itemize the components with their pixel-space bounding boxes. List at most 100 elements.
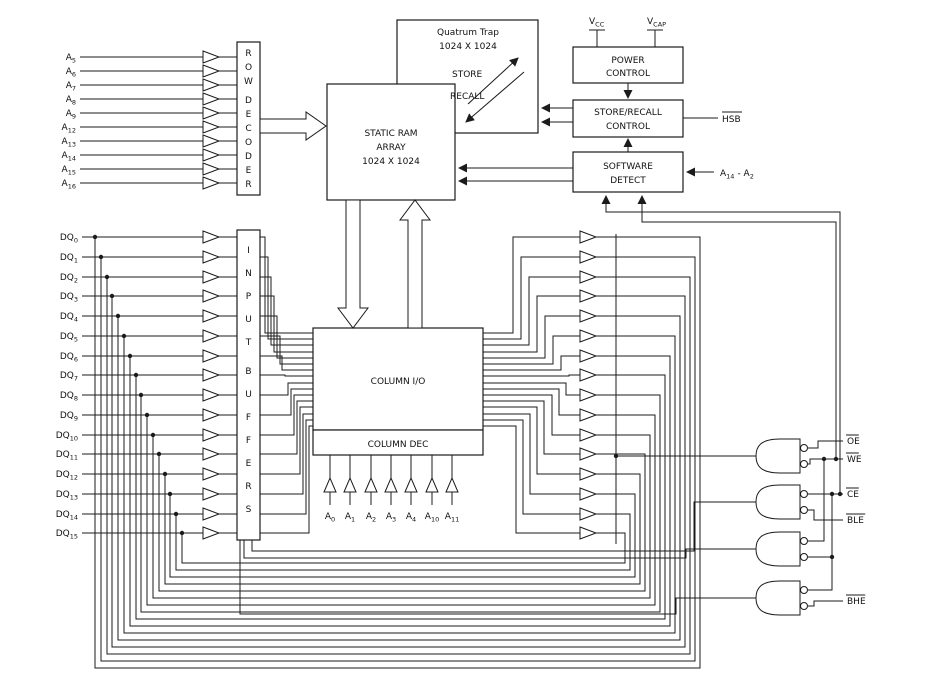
junction-dot — [138, 392, 144, 398]
dq-pin-label: DQ13 — [56, 490, 78, 502]
buffer-icon — [202, 447, 221, 461]
input-buffers-letter: U — [245, 315, 252, 325]
buffer-icon — [579, 467, 598, 481]
row-decoder-letter: E — [246, 110, 252, 120]
software-detect-title: SOFTWARE — [603, 162, 653, 172]
input-buffer-write-wire — [260, 374, 313, 377]
dq-pin-label: DQ4 — [60, 312, 78, 324]
bhe-pin-label: BHE — [847, 597, 866, 607]
row-address-pin-label: A16 — [62, 179, 76, 191]
store-arrow — [467, 57, 519, 105]
junction-dot — [821, 456, 827, 462]
buffer-icon — [202, 148, 221, 162]
symbol-layer: A5A6A7A8A9A12A13A14A15A16ROWDECODERINPUT… — [56, 49, 866, 616]
junction-dot — [833, 456, 839, 462]
nand-gate — [755, 580, 801, 616]
inverter-bubble — [800, 537, 808, 545]
dq-pin-label: DQ6 — [60, 352, 78, 364]
row-address-pin-label: A15 — [62, 165, 76, 177]
buffer-icon — [579, 329, 598, 343]
input-buffers-box — [236, 229, 261, 541]
column-io-read-wire — [483, 388, 580, 416]
row-decoder-letter: E — [246, 166, 252, 176]
ce-wire — [808, 494, 833, 591]
static-ram-title: STATIC RAM — [364, 129, 417, 139]
input-buffer-write-wire — [260, 419, 313, 515]
dq-loop-wire — [164, 473, 641, 585]
column-io-read-wire — [483, 400, 580, 455]
buffer-icon — [202, 487, 221, 501]
buffer-icon — [579, 428, 598, 442]
dq-loop-wire — [117, 315, 681, 641]
inverter-bubble — [800, 490, 808, 498]
we-wire — [808, 459, 825, 542]
column-io-read-wire — [483, 256, 580, 340]
row-decoder-letter: R — [245, 49, 251, 59]
gate-output-wire — [239, 540, 756, 615]
column-io-read-wire — [483, 425, 580, 534]
software-detect-title2: DETECT — [610, 176, 646, 186]
input-buffer-write-wire — [260, 256, 313, 340]
quantum-trap-size: 1024 X 1024 — [439, 42, 497, 52]
column-io-title: COLUMN I/O — [371, 377, 426, 387]
buffer-icon — [579, 270, 598, 284]
input-buffers-letter: P — [246, 292, 252, 302]
junction-dot — [829, 491, 835, 497]
dq-loop-wire — [94, 236, 701, 669]
junction-dot — [109, 293, 115, 299]
dq-loop-wire — [106, 276, 691, 655]
inverter-bubble — [800, 553, 808, 561]
dq-pin-label: DQ15 — [56, 529, 78, 541]
software-detect-feed — [601, 195, 841, 494]
buffer-icon — [579, 408, 598, 422]
buffer-icon — [202, 230, 221, 244]
input-buffers-letter: E — [246, 459, 252, 469]
column-io-read-wire — [483, 295, 580, 353]
oe-wire — [808, 440, 843, 449]
buffer-icon — [202, 309, 221, 323]
power-control-title: POWER — [611, 56, 644, 66]
recall-arrow — [465, 71, 525, 123]
buffer-icon — [202, 408, 221, 422]
input-buffer-write-wire — [260, 295, 313, 353]
ble-wire — [808, 509, 843, 521]
row-address-pin-label: A6 — [66, 67, 76, 79]
column-io-read-wire — [483, 394, 580, 436]
software-detect-feed — [637, 195, 837, 459]
inverter-bubble — [800, 602, 808, 610]
column-io-read-wire — [483, 236, 580, 334]
column-address-pin-label: A10 — [425, 512, 439, 524]
junction-dot — [173, 511, 179, 517]
row-address-pin-label: A9 — [66, 109, 76, 121]
dq-pin-label: DQ1 — [60, 253, 78, 265]
input-buffers-letter: S — [246, 505, 252, 515]
input-buffer-write-wire — [260, 394, 313, 436]
dq-loop-wire — [111, 295, 686, 648]
junction-dot — [837, 491, 843, 497]
vcc-pin-label: VCC — [589, 17, 605, 29]
dq-loop-wire — [135, 374, 666, 620]
input-buffer-write-wire — [260, 276, 313, 346]
buffer-icon — [202, 106, 221, 120]
buffer-icon — [202, 162, 221, 176]
buffer-icon — [202, 368, 221, 382]
row-decoder-letter: C — [245, 124, 251, 134]
column-io-to-ram-arrow — [399, 199, 431, 329]
static-ram-size: 1024 X 1024 — [362, 157, 420, 167]
power-control-title2: CONTROL — [606, 69, 650, 79]
static-ram-box — [326, 83, 456, 201]
inverter-bubble — [800, 586, 808, 594]
gate-output-wire — [243, 540, 756, 559]
row-address-pin-label: A12 — [62, 123, 76, 135]
buffer-icon — [404, 476, 418, 493]
buffer-icon — [579, 289, 598, 303]
inverter-bubble — [800, 444, 808, 452]
dq-loop-wire — [169, 493, 636, 578]
dq-loop-wire — [181, 532, 626, 564]
buffer-icon — [202, 388, 221, 402]
store-recall-title: STORE/RECALL — [594, 108, 662, 118]
junction-dot — [92, 234, 98, 240]
buffer-icon — [579, 349, 598, 363]
buffer-icon — [202, 92, 221, 106]
column-dec-box — [312, 429, 484, 456]
